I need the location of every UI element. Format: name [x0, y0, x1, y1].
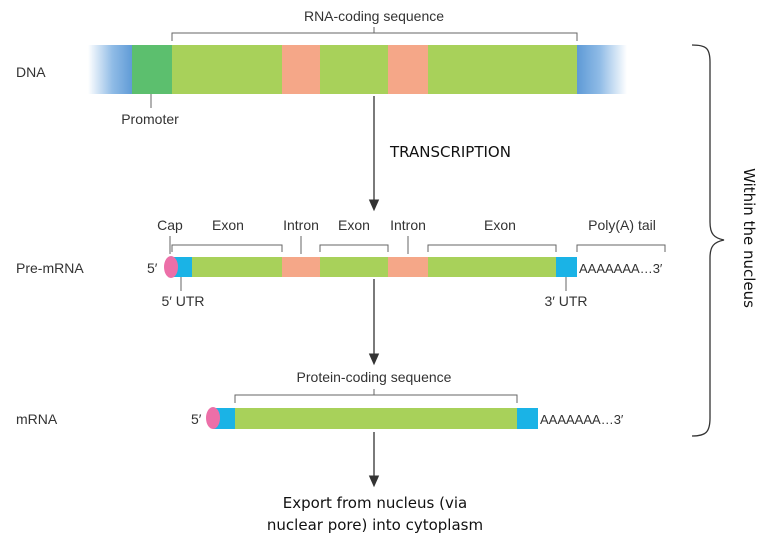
pre-mrna-polya-tail: AAAAAAA…3′ [579, 261, 663, 276]
mrna-coding-segment [235, 408, 517, 429]
dna-left-fade [88, 45, 133, 94]
utr5-label: 5′ UTR [161, 293, 204, 309]
dna-exon-segment-2 [320, 45, 388, 94]
transcription-label: TRANSCRIPTION [389, 143, 511, 161]
nucleus-label: Within the nucleus [740, 168, 758, 308]
export-label-line-1: Export from nucleus (via [283, 494, 467, 512]
dna-strand [88, 45, 627, 94]
rna-coding-bracket [171, 32, 578, 41]
rna-coding-sequence-label: RNA-coding sequence [304, 8, 444, 24]
row-label-mrna: mRNA [16, 411, 58, 427]
pre-mrna-strand [164, 256, 577, 278]
row-label-pre-mrna: Pre-mRNA [16, 260, 84, 276]
exon-label-1: Exon [212, 217, 244, 233]
utr3-label: 3′ UTR [544, 293, 587, 309]
exon-bracket-3 [427, 244, 557, 252]
pre-mrna-intron-segment-1 [282, 257, 320, 277]
polya-tail-label: Poly(A) tail [588, 217, 656, 233]
pre-mrna-exon-segment-1 [192, 257, 282, 277]
mrna-polya-tail: AAAAAAA…3′ [540, 412, 624, 427]
mrna-five-prime: 5′ [191, 411, 202, 427]
exon-label-2: Exon [338, 217, 370, 233]
dna-exon-segment-1 [172, 45, 282, 94]
dna-right-fade [577, 45, 627, 94]
pre-mrna-intron-segment-2 [388, 257, 428, 277]
polya-bracket [576, 244, 666, 252]
pre-mrna-cap [164, 256, 178, 278]
exon-bracket-1 [171, 244, 283, 252]
intron-label-2: Intron [390, 217, 426, 233]
mrna-3utr-segment [517, 408, 538, 429]
export-label-line-2: nuclear pore) into cytoplasm [267, 516, 483, 534]
exon-label-3: Exon [484, 217, 516, 233]
promoter-segment [132, 45, 172, 94]
exon-bracket-2 [319, 244, 389, 252]
intron-label-1: Intron [283, 217, 319, 233]
pre-mrna-exon-segment-3 [428, 257, 556, 277]
pre-mrna-exon-segment-2 [320, 257, 388, 277]
mrna-cap [206, 407, 220, 429]
dna-intron-segment-2 [388, 45, 428, 94]
promoter-label: Promoter [121, 111, 179, 127]
pre-mrna-3utr-segment [556, 257, 577, 277]
mrna-strand [206, 407, 538, 429]
protein-coding-sequence-label: Protein-coding sequence [297, 369, 452, 385]
row-label-dna: DNA [16, 64, 46, 80]
dna-exon-segment-3 [428, 45, 578, 94]
dna-intron-segment-1 [282, 45, 320, 94]
nucleus-brace [691, 44, 725, 437]
pre-mrna-five-prime: 5′ [147, 260, 158, 276]
cap-label: Cap [157, 217, 183, 233]
protein-coding-bracket [234, 394, 518, 403]
